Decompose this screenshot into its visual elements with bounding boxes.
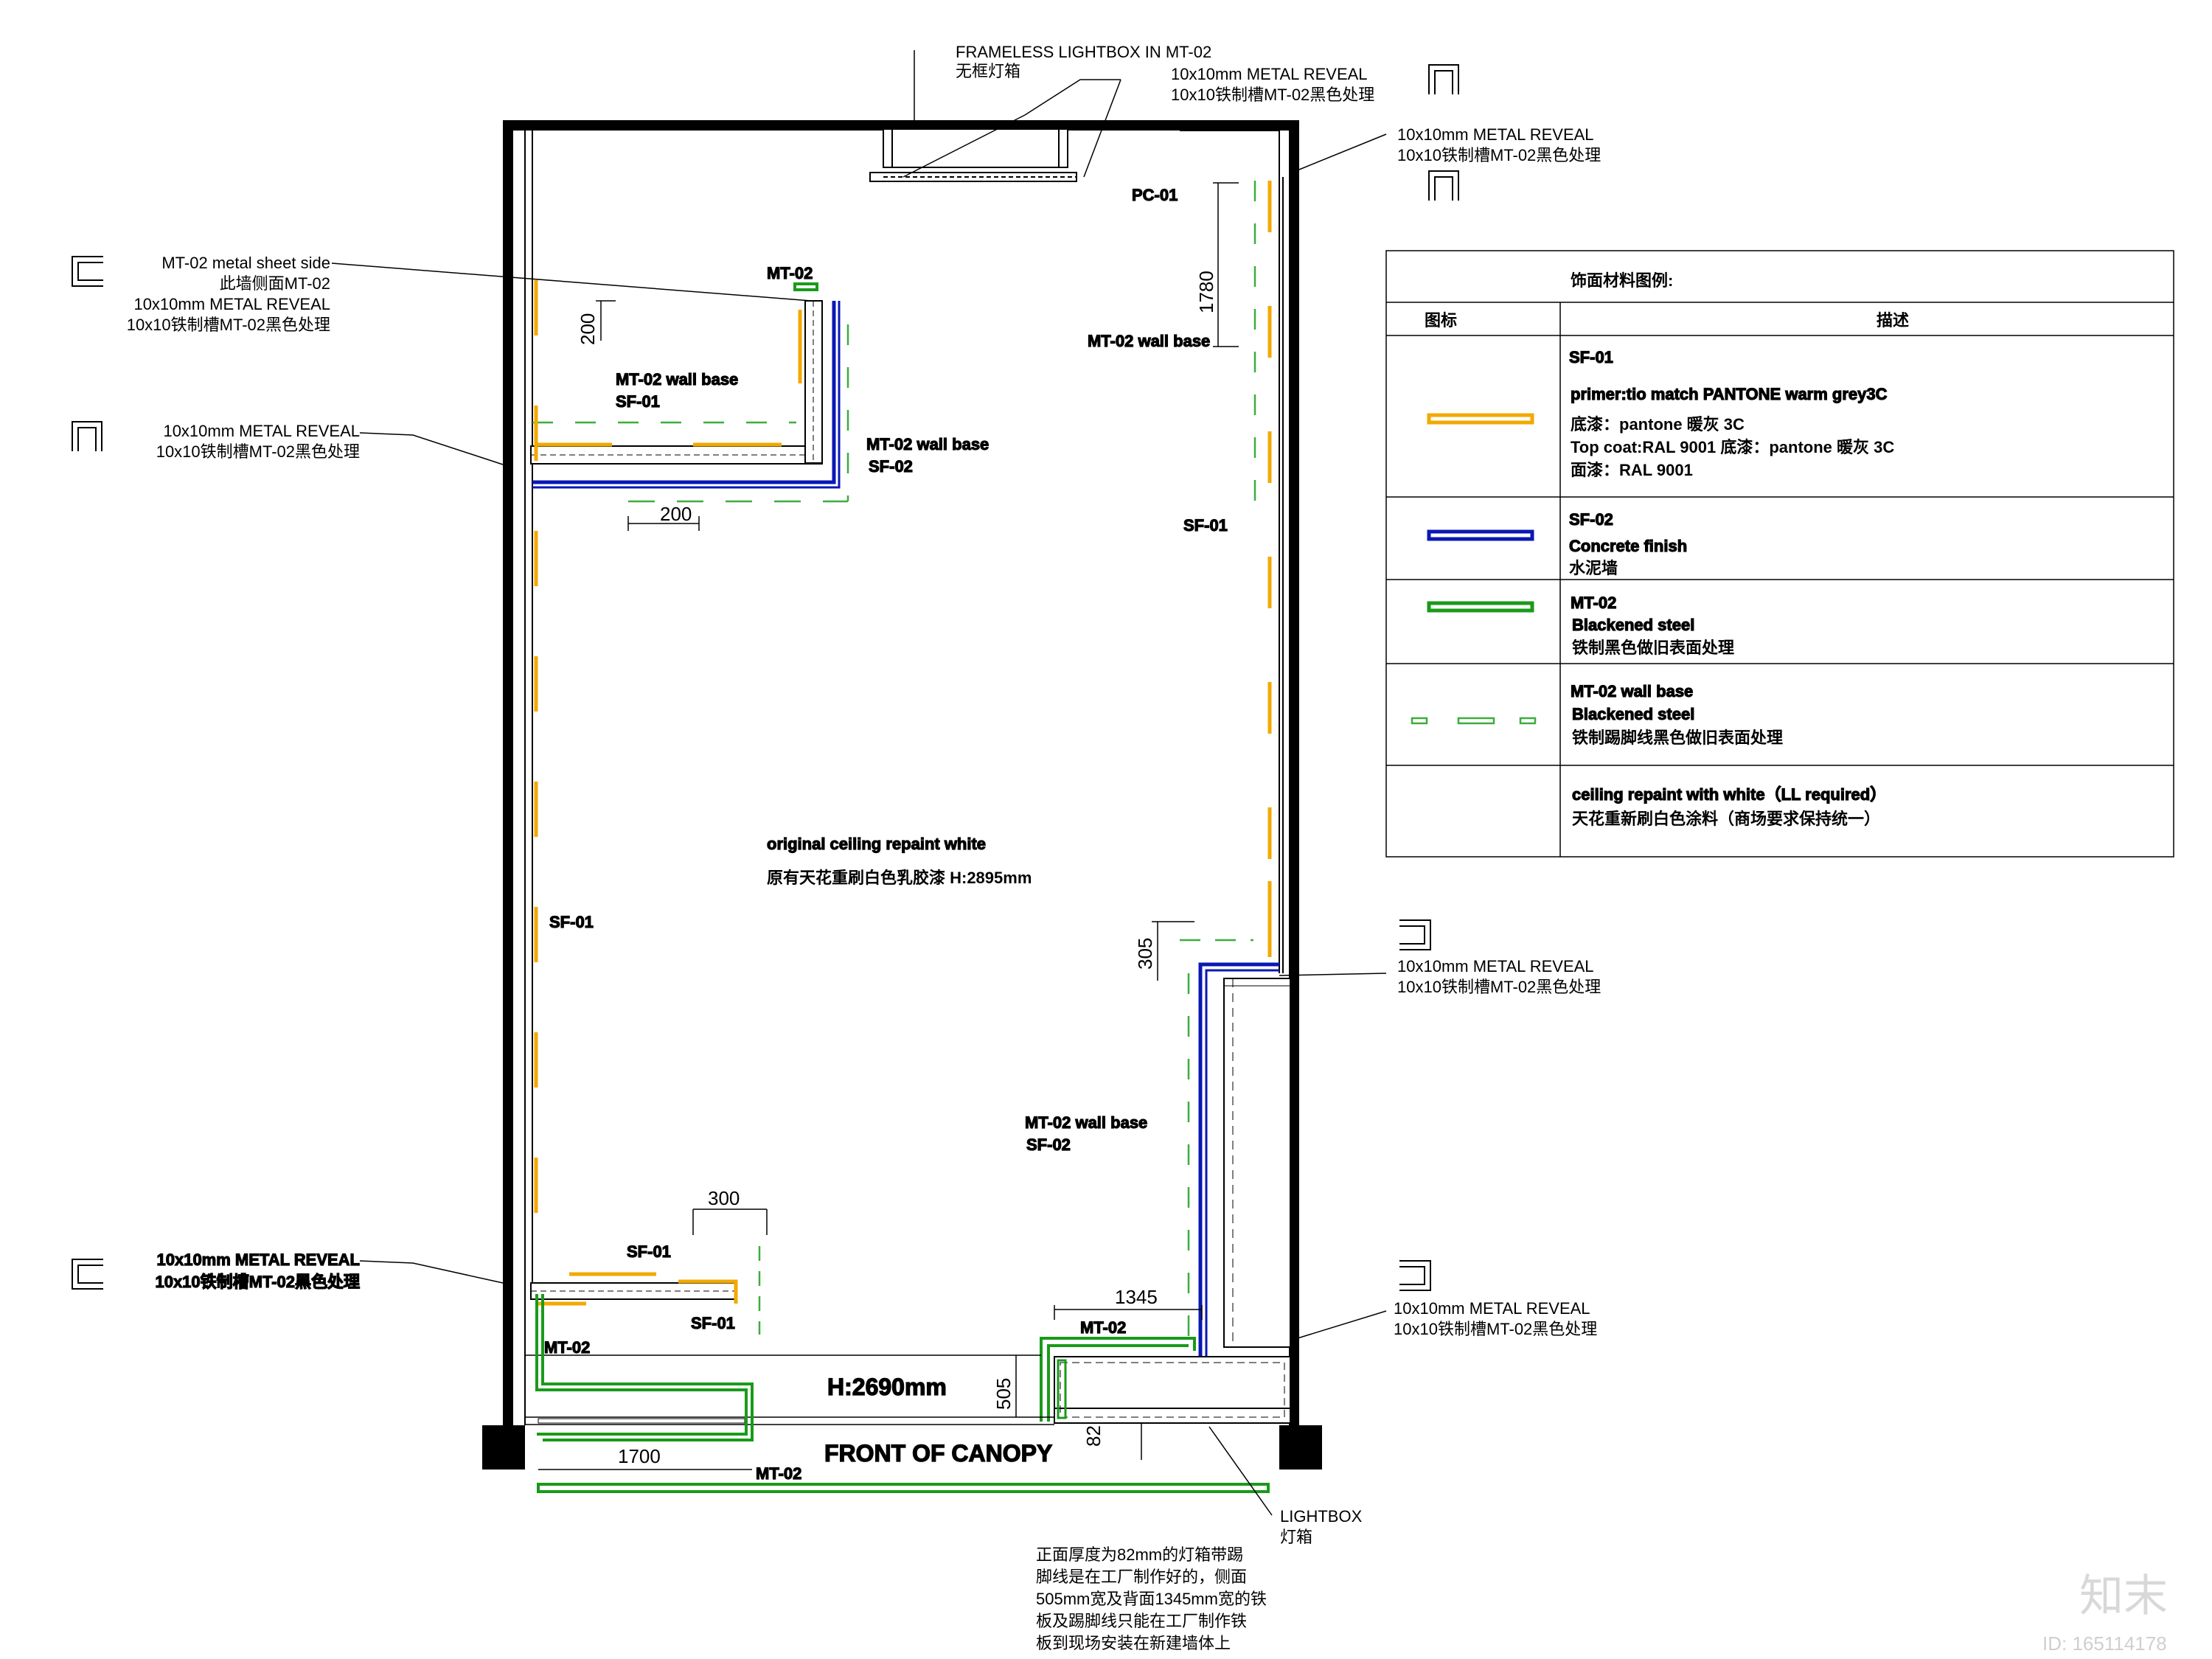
lightbox-frameless-label: FRAMELESS LIGHTBOX IN MT-02 <box>956 43 1211 61</box>
dim-82: 82 <box>1082 1425 1105 1447</box>
legend-wallbase-line-2: 铁制踢脚线黑色做旧表面处理 <box>1572 728 1783 747</box>
dim-200-vertical: 200 <box>577 313 599 345</box>
reveal-topright-label-cn: 10x10铁制槽MT-02黑色处理 <box>1397 146 1601 164</box>
side-sheet-label-cn: 此墙侧面MT-02 <box>220 274 330 293</box>
legend-ceiling-line-1: ceiling repaint with white（LL required） <box>1572 785 1886 804</box>
label-canopy: FRONT OF CANOPY <box>824 1440 1052 1467</box>
label-h-front: H:2690mm <box>827 1374 947 1400</box>
reveal-left-label-cn: 10x10铁制槽MT-02黑色处理 <box>156 442 360 461</box>
label-mt02-right: MT-02 <box>1080 1318 1126 1337</box>
dimension-labels: 200 200 1780 305 300 1345 505 1700 82 <box>577 271 1217 1467</box>
upper-left-island <box>530 282 841 489</box>
legend-sf01-line-2: 底漆：pantone 暖灰 3C <box>1571 415 1745 434</box>
label-sf01-left: SF-01 <box>549 913 594 931</box>
legend-col-icon: 图标 <box>1425 311 1457 330</box>
reveal-top-label: 10x10mm METAL REVEAL <box>1171 65 1368 83</box>
lower-left-pier <box>530 1272 738 1306</box>
reveal-botright-label: 10x10mm METAL REVEAL <box>1394 1299 1590 1318</box>
label-sf01-pier-b: SF-01 <box>691 1314 735 1332</box>
inner-wall-lines <box>524 130 1284 1425</box>
side-reveal-label: 10x10mm METAL REVEAL <box>133 295 330 313</box>
legend-wallbase-line-1: Blackened steel <box>1572 705 1694 723</box>
label-sf01-right: SF-01 <box>1183 516 1228 535</box>
label-pc01: PC-01 <box>1132 186 1178 204</box>
label-wallbase-right: MT-02 wall base <box>1088 332 1210 350</box>
annotations: FRAMELESS LIGHTBOX IN MT-02 无框灯箱 10x10mm… <box>127 43 1601 1652</box>
dim-300: 300 <box>708 1187 740 1209</box>
side-reveal-label-cn: 10x10铁制槽MT-02黑色处理 <box>127 316 330 334</box>
lightbox-label: LIGHTBOX <box>1280 1507 1363 1526</box>
legend-sf02-code: SF-02 <box>1569 510 1613 529</box>
lower-right-lightbox <box>1040 1337 1291 1424</box>
label-ceiling-cn: 原有天花重刷白色乳胶漆 H:2895mm <box>767 869 1032 887</box>
legend-sf02-line-1: Concrete finish <box>1569 537 1687 555</box>
dim-200-horizontal: 200 <box>660 503 692 525</box>
right-column-box <box>1198 881 1291 1357</box>
label-mt02-top: MT-02 <box>767 264 813 282</box>
dim-1700: 1700 <box>618 1445 661 1467</box>
label-wallbase-col: MT-02 wall base <box>866 435 989 453</box>
wall-base-dashes <box>532 181 1256 1346</box>
watermark: 知末 ID: 1651141​78 <box>2042 1571 2168 1655</box>
legend-sf01-line-3: Top coat:RAL 9001 底漆：pantone 暖灰 3C <box>1571 438 1894 456</box>
label-sf01-room: SF-01 <box>616 392 660 411</box>
leader-lines <box>331 50 1387 1516</box>
label-sf01-pier-a: SF-01 <box>627 1242 671 1261</box>
dim-505: 505 <box>992 1378 1015 1410</box>
reveal-left-label: 10x10mm METAL REVEAL <box>163 422 360 440</box>
legend-title: 饰面材料图例: <box>1571 271 1673 290</box>
watermark-id: ID: 1651141​78 <box>2042 1632 2167 1655</box>
legend-mt02-line-1: Blackened steel <box>1572 616 1694 634</box>
label-mt02-front: MT-02 <box>756 1464 801 1483</box>
legend-sf02-line-2: 水泥墙 <box>1569 559 1618 577</box>
material-legend: 饰面材料图例: 图标 描述 SF-01 primer:tio match PAN… <box>1385 250 2174 858</box>
label-sf02-lower: SF-02 <box>1026 1135 1071 1154</box>
legend-ceiling-line-2: 天花重新刷白色涂料（商场要求保持统一） <box>1572 810 1880 828</box>
label-sf02-col: SF-02 <box>869 457 913 476</box>
dim-305: 305 <box>1134 938 1156 970</box>
bottom-note-line-1: 正面厚度为82mm的灯箱带踢 <box>1036 1545 1243 1564</box>
dimension-lines <box>538 182 1239 1470</box>
reveal-top-label-cn: 10x10铁制槽MT-02黑色处理 <box>1171 86 1374 104</box>
label-ceiling: original ceiling repaint white <box>767 835 986 853</box>
lightbox-label-cn: 灯箱 <box>1280 1528 1312 1546</box>
reveal-topright-label: 10x10mm METAL REVEAL <box>1397 125 1594 144</box>
dim-1345: 1345 <box>1115 1286 1158 1308</box>
reveal-botleft-label: 10x10mm METAL REVEAL <box>157 1251 361 1269</box>
lightbox-frameless-label-cn: 无框灯箱 <box>956 62 1020 80</box>
swatch-sf01 <box>1427 413 1534 425</box>
label-wallbase-lower: MT-02 wall base <box>1025 1113 1147 1132</box>
label-mt02-left: MT-02 <box>544 1338 590 1357</box>
dim-1780: 1780 <box>1195 271 1217 313</box>
bottom-note-line-4: 板及踢脚线只能在工厂制作铁 <box>1036 1612 1247 1630</box>
side-sheet-label: MT-02 metal sheet side <box>161 254 330 272</box>
legend-sf01-code: SF-01 <box>1569 348 1613 366</box>
plan-labels: PC-01 MT-02 MT-02 wall base SF-01 MT-02 … <box>543 185 1228 1483</box>
swatch-sf02 <box>1427 529 1534 541</box>
legend-sf01-line-4: 面漆：RAL 9001 <box>1571 461 1693 479</box>
legend-sf01-line-1: primer:tio match PANTONE warm grey3C <box>1571 385 1888 403</box>
reveal-right-label-cn: 10x10铁制槽MT-02黑色处理 <box>1397 978 1601 996</box>
swatch-mt02 <box>1427 601 1534 613</box>
reveal-symbols <box>72 64 1459 1291</box>
swatch-wallbase <box>1411 717 1537 725</box>
bottom-note-line-2: 脚线是在工厂制作好的，侧面 <box>1036 1568 1247 1586</box>
legend-mt02-code: MT-02 <box>1571 594 1616 612</box>
outer-walls <box>482 120 1322 1470</box>
frameless-lightbox-top <box>869 128 1077 182</box>
reveal-right-label: 10x10mm METAL REVEAL <box>1397 957 1594 975</box>
watermark-brand: 知末 <box>2079 1571 2168 1621</box>
legend-mt02-line-2: 铁制黑色做旧表面处理 <box>1572 639 1734 657</box>
legend-wallbase-code: MT-02 wall base <box>1571 682 1693 700</box>
reveal-botright-label-cn: 10x10铁制槽MT-02黑色处理 <box>1394 1320 1597 1338</box>
front-canopy <box>525 1294 1270 1493</box>
sf01-wall-dashes <box>534 181 1272 1268</box>
bottom-note-line-3: 505mm宽及背面1345mm宽的铁 <box>1036 1590 1267 1608</box>
reveal-botleft-label-cn: 10x10铁制槽MT-02黑色处理 <box>155 1273 360 1291</box>
label-wallbase-room: MT-02 wall base <box>616 370 738 389</box>
bottom-note-line-5: 板到现场安装在新建墙体上 <box>1036 1634 1231 1652</box>
legend-col-desc: 描述 <box>1877 311 1909 330</box>
